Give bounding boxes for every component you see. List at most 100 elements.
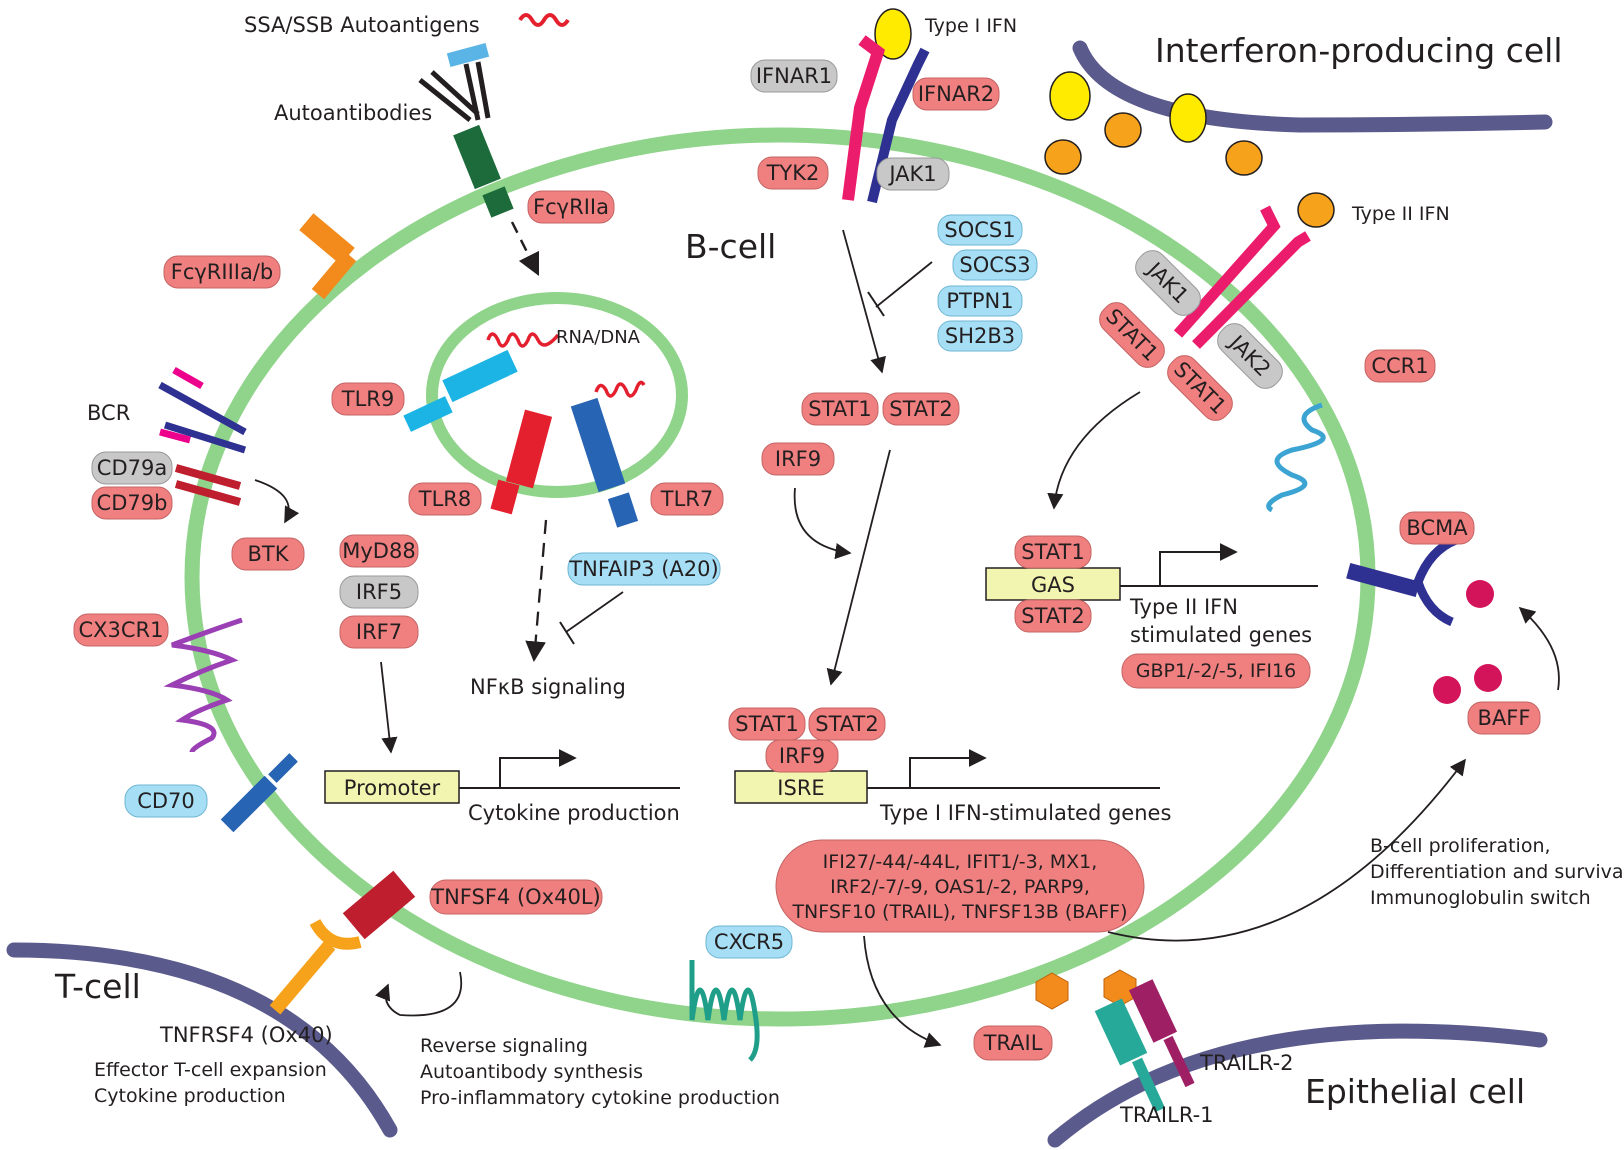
pill-irf9-f: IRF9: [765, 739, 839, 773]
type-ii-genes-label-2: stimulated genes: [1130, 623, 1312, 647]
svg-text:BCMA: BCMA: [1406, 516, 1468, 540]
svg-text:IRF9: IRF9: [779, 744, 825, 768]
fcgr3-receptor: [299, 213, 357, 300]
b-cell-label: B-cell: [685, 227, 776, 266]
pill-stat2-f: STAT2: [808, 707, 886, 741]
pill-stat2-a: STAT2: [882, 392, 960, 426]
bcr-label: BCR: [87, 401, 130, 425]
type-ii-ifn-label: Type II IFN: [1351, 203, 1450, 225]
svg-text:MyD88: MyD88: [342, 539, 415, 563]
pill-irf7: IRF7: [339, 615, 419, 649]
t-cell-membrane: [6, 942, 398, 1138]
endosome: [426, 292, 688, 498]
svg-text:SOCS1: SOCS1: [944, 218, 1015, 242]
pill-tlr8: TLR8: [408, 482, 482, 516]
reverse-signaling-2: Autoantibody synthesis: [420, 1061, 643, 1083]
ox40-ox40l-complex: [269, 870, 463, 1017]
svg-text:IRF5: IRF5: [356, 580, 402, 604]
svg-text:TNFSF4 (Ox40L): TNFSF4 (Ox40L): [430, 885, 600, 909]
cxcr5-receptor: [689, 960, 760, 1062]
type-ii-ifn-receptor: [1047, 192, 1335, 510]
epithelial-cell-label: Epithelial cell: [1305, 1072, 1525, 1111]
autoantibody-fcgr2a-complex: [418, 13, 570, 277]
cytokine-promoter-region: [380, 661, 680, 789]
reverse-signaling-1: Reverse signaling: [420, 1035, 588, 1057]
svg-text:CXCR5: CXCR5: [714, 930, 784, 954]
svg-text:BAFF: BAFF: [1478, 706, 1531, 730]
svg-text:TNFSF10 (TRAIL), TNFSF13B (BAF: TNFSF10 (TRAIL), TNFSF13B (BAFF): [791, 901, 1127, 923]
svg-text:CD79b: CD79b: [97, 491, 168, 515]
svg-text:IFNAR1: IFNAR1: [756, 64, 832, 88]
svg-text:TYK2: TYK2: [766, 161, 820, 185]
pill-sh2b3: SH2B3: [937, 320, 1023, 352]
tcell-effect-2: Cytokine production: [94, 1085, 286, 1107]
nfkb-label: NFκB signaling: [470, 675, 626, 699]
tcell-effect-1: Effector T-cell expansion: [94, 1059, 327, 1081]
type-i-genes-label: Type I IFN-stimulated genes: [879, 801, 1171, 825]
svg-text:STAT1: STAT1: [808, 397, 871, 421]
ccr1-receptor: [1266, 402, 1326, 513]
type-i-ifn-label: Type I IFN: [924, 15, 1017, 37]
cytokine-production-label: Cytokine production: [468, 801, 680, 825]
ifn-cell-membrane: [1072, 40, 1553, 133]
autoantigens-label: SSA/SSB Autoantigens: [244, 13, 480, 37]
pill-cd79a: CD79a: [91, 451, 173, 485]
svg-text:STAT1: STAT1: [1021, 540, 1084, 564]
pill-type-i-isgs: IFI27/-44/-44L, IFIT1/-3, MX1, IRF2/-7/-…: [775, 839, 1145, 933]
svg-text:SOCS3: SOCS3: [959, 253, 1030, 277]
pill-tlr9: TLR9: [331, 382, 405, 416]
epithelial-cell-membrane: [1047, 1023, 1548, 1148]
svg-text:STAT2: STAT2: [1021, 604, 1084, 628]
ifn-cell-label: Interferon-producing cell: [1155, 31, 1563, 70]
rna-dna-label: RNA/DNA: [556, 327, 641, 348]
svg-text:GBP1/-2/-5, IFI16: GBP1/-2/-5, IFI16: [1136, 660, 1296, 682]
cd70-receptor: [220, 753, 298, 833]
pill-fcgr2a: FcγRIIa: [527, 190, 615, 224]
pill-baff: BAFF: [1467, 701, 1541, 735]
isre-label: ISRE: [777, 776, 824, 800]
svg-text:FcγRIIIa/b: FcγRIIIa/b: [171, 260, 274, 284]
trail-receptors: [863, 935, 1195, 1113]
pill-trail: TRAIL: [973, 1025, 1053, 1061]
pill-tlr7: TLR7: [650, 482, 724, 516]
trailr1-label: TRAILR-1: [1119, 1103, 1214, 1127]
pill-ifnar1: IFNAR1: [750, 59, 838, 93]
pill-stat1-f: STAT1: [728, 707, 806, 741]
t-cell-label: T-cell: [54, 967, 141, 1006]
pill-cd70: CD70: [124, 784, 208, 818]
svg-text:CD79a: CD79a: [97, 456, 167, 480]
pill-tyk2: TYK2: [757, 156, 829, 190]
promoter-box: [324, 770, 460, 804]
svg-text:STAT2: STAT2: [889, 397, 952, 421]
svg-text:SH2B3: SH2B3: [945, 324, 1015, 348]
svg-text:CD70: CD70: [137, 789, 195, 813]
svg-text:IRF2/-7/-9, OAS1/-2, PARP9,: IRF2/-7/-9, OAS1/-2, PARP9,: [830, 876, 1090, 898]
svg-text:FcγRIIa: FcγRIIa: [533, 195, 609, 219]
isre-box: [734, 770, 868, 804]
svg-text:TLR8: TLR8: [418, 487, 471, 511]
gas-label: GAS: [1031, 573, 1075, 597]
gas-region: [1120, 543, 1318, 587]
tlr-receptors: [403, 332, 646, 663]
pill-tnfaip3: TNFAIP3 (A20): [567, 552, 721, 586]
svg-text:IFNAR2: IFNAR2: [918, 82, 994, 106]
pill-ifnar2: IFNAR2: [912, 77, 1000, 111]
svg-text:TNFAIP3 (A20): TNFAIP3 (A20): [568, 557, 718, 581]
cx3cr1-receptor: [163, 617, 243, 753]
svg-text:CCR1: CCR1: [1371, 354, 1428, 378]
pill-jak1: JAK1: [876, 157, 950, 191]
promoter-label: Promoter: [344, 776, 441, 800]
bcr-receptor: [158, 366, 300, 524]
pill-bcma: BCMA: [1399, 511, 1475, 545]
svg-text:CX3CR1: CX3CR1: [78, 618, 163, 642]
svg-text:TRAIL: TRAIL: [983, 1031, 1043, 1055]
pill-btk: BTK: [231, 537, 305, 571]
pill-socs1: SOCS1: [937, 214, 1023, 246]
autoantibodies-label: Autoantibodies: [274, 101, 432, 125]
trailr2-label: TRAILR-2: [1199, 1051, 1294, 1075]
pill-myd88: MyD88: [339, 534, 419, 568]
pill-socs3: SOCS3: [952, 249, 1038, 281]
pill-cx3cr1: CX3CR1: [73, 613, 169, 647]
pill-irf9-a: IRF9: [761, 442, 835, 476]
pill-gbp: GBP1/-2/-5, IFI16: [1121, 653, 1311, 689]
